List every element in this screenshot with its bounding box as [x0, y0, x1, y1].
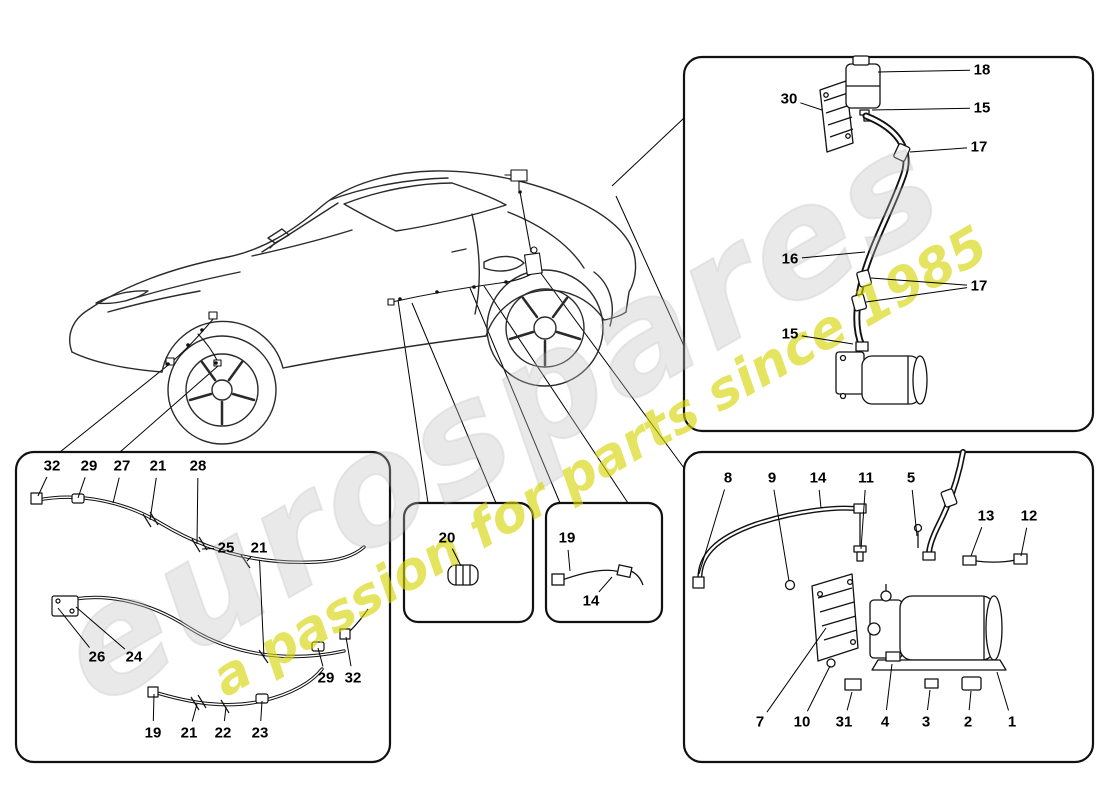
car-door-line — [471, 213, 480, 315]
car-side-intake — [483, 255, 525, 272]
leader-line-14 — [598, 576, 613, 593]
leader-line-31 — [846, 691, 853, 711]
pipe-connector — [339, 628, 351, 640]
hose-clamp — [893, 143, 911, 162]
leader-line-14 — [818, 489, 822, 509]
car-body-outline — [69, 170, 637, 353]
car-mirror — [267, 228, 290, 249]
block — [961, 676, 982, 691]
leader-line-30 — [800, 102, 823, 111]
leader-line-12 — [1020, 527, 1028, 557]
mount-bracket — [819, 80, 854, 153]
leader-line-20 — [451, 548, 462, 567]
pipe-connector — [692, 576, 705, 589]
leader-line-21 — [259, 559, 265, 658]
pump-detail-drawing — [692, 449, 1028, 691]
leader-line-21 — [191, 703, 198, 722]
small-bracket — [885, 651, 901, 662]
car-front-wheel — [167, 335, 277, 445]
car-side-window — [343, 182, 507, 232]
leader-line-15 — [801, 335, 854, 345]
washer — [826, 658, 836, 668]
leader-line-5 — [911, 489, 918, 537]
leader-line-29 — [77, 477, 86, 499]
car-rear-wheel — [486, 269, 604, 387]
leader-line-7 — [766, 627, 827, 713]
pump-base-plate — [871, 659, 1007, 671]
hose-detail-drawing — [819, 55, 928, 405]
leader-line-10 — [806, 665, 831, 712]
hose-clamp — [940, 488, 958, 508]
leader-line-21 — [149, 477, 157, 521]
zoom-leader-lines — [59, 117, 685, 504]
hose-clamp — [856, 269, 873, 288]
leader-line-32 — [345, 636, 352, 667]
panel-cable-detail — [544, 501, 664, 624]
car-illustration — [69, 169, 637, 445]
pipe-clip — [71, 493, 85, 504]
leader-line-29 — [317, 647, 324, 667]
leader-line-13 — [970, 527, 983, 557]
pipe-clip — [311, 641, 325, 652]
leader-line-22 — [223, 706, 227, 722]
leader-line-28 — [196, 477, 199, 545]
panel-hose-detail — [682, 55, 1095, 433]
spacer — [924, 678, 939, 689]
leader-line-1 — [996, 671, 1010, 711]
leader-line-32 — [37, 476, 48, 497]
sensor — [962, 555, 977, 566]
leader-line-18 — [877, 69, 971, 73]
cable-drawing — [551, 564, 644, 586]
panel-pump-detail — [682, 450, 1095, 764]
car-roof-line — [329, 177, 449, 201]
leader-line-23 — [260, 700, 263, 722]
leader-line-25 — [201, 548, 215, 550]
leader-line-9 — [773, 489, 790, 582]
panel-pipes-detail — [14, 450, 392, 764]
leader-line-19 — [152, 693, 155, 722]
leader-line-19 — [567, 549, 571, 572]
leader-line-8 — [698, 489, 726, 575]
leader-line-4 — [885, 663, 893, 711]
detail-panel-frames — [14, 55, 1095, 764]
car-lift-harness — [165, 169, 543, 367]
leader-line-17 — [909, 147, 968, 153]
leader-line-17 — [870, 277, 968, 286]
bolt — [784, 579, 796, 591]
panel-grommet-detail — [402, 501, 535, 624]
cable-connector — [551, 573, 565, 586]
pipe-connector — [30, 492, 43, 505]
grommet-drawing — [447, 564, 479, 586]
leader-line-24 — [75, 606, 126, 650]
cable-connector — [1013, 553, 1028, 565]
car-headlight — [95, 290, 149, 305]
pipe-connector — [147, 686, 159, 698]
hose-clamp — [851, 293, 868, 312]
leader-line-17 — [865, 287, 968, 303]
leader-line-15 — [871, 107, 971, 111]
leader-line-2 — [968, 690, 972, 711]
pad — [844, 678, 862, 691]
leader-line-16 — [801, 251, 866, 259]
leader-line-21 — [246, 556, 252, 562]
leader-line-27 — [112, 477, 120, 504]
leader-line-11 — [860, 489, 866, 550]
leader-line-3 — [926, 689, 931, 711]
cable-connector — [616, 564, 633, 579]
leader-line-26 — [57, 607, 90, 648]
